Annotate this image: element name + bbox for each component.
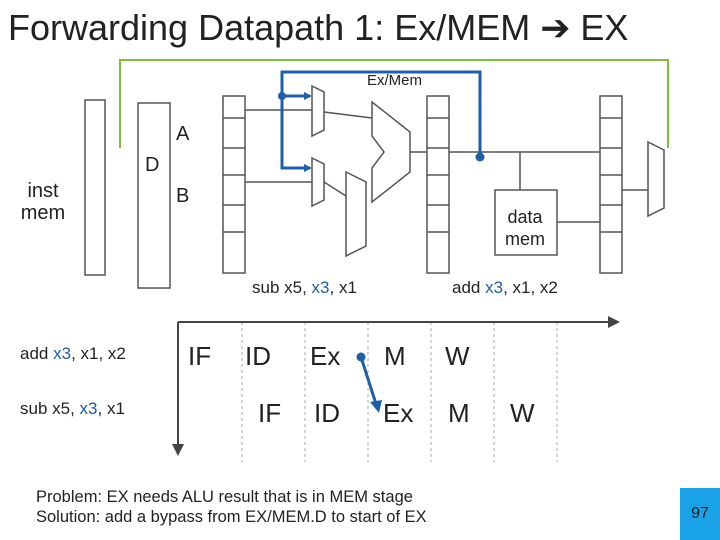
row2-reg: x3 — [79, 399, 98, 418]
title-text: Forwarding Datapath 1: Ex/MEM — [8, 7, 531, 48]
if-id-register — [137, 102, 171, 289]
row2-suffix: , x1 — [97, 399, 125, 418]
bypass-wire — [119, 59, 669, 148]
page-number: 97 — [691, 505, 709, 522]
forward-tap-dot — [475, 152, 485, 162]
mem-wb-register — [599, 95, 623, 274]
ex-instr-reg: x3 — [311, 278, 330, 297]
data-mem-line2: mem — [505, 229, 545, 249]
mem-instr-prefix: add — [452, 278, 486, 297]
alu — [371, 100, 411, 204]
row1-stage-ex: Ex — [310, 341, 341, 371]
row2-stage-id: ID — [314, 398, 340, 428]
forward-arrowhead-a — [304, 92, 312, 100]
forward-branch-dot — [278, 92, 286, 100]
page-number-badge: 97 — [680, 488, 720, 540]
writeback-mux — [647, 140, 665, 218]
operand-b-label: B — [176, 185, 190, 207]
ex-mem-register — [426, 95, 450, 274]
forward-mux-a — [311, 84, 325, 138]
row2-stage-m: M — [448, 398, 470, 428]
problem-statement: Problem: EX needs ALU result that is in … — [36, 487, 427, 527]
ex-stage-instruction: sub x5, x3, x1 — [252, 279, 357, 296]
right-arrow-icon: ➔ — [540, 7, 571, 48]
row1-stage-id: ID — [245, 341, 271, 371]
row1-stage-if: IF — [188, 341, 212, 371]
mem-instr-reg: x3 — [485, 278, 504, 297]
forward-arrowhead-b — [304, 164, 312, 172]
row1-stage-w: W — [445, 341, 470, 371]
row2-prefix: sub x5, — [20, 399, 80, 418]
mem-stage-instruction: add x3, x1, x2 — [452, 279, 558, 296]
slide-title: Forwarding Datapath 1: Ex/MEM ➔ EX — [8, 8, 628, 48]
timeline-forward-arrow — [359, 356, 378, 405]
mem-instr-suffix: , x1, x2 — [503, 278, 558, 297]
data-memory-label: data mem — [494, 206, 556, 250]
time-axis-arrowhead — [608, 316, 620, 328]
operand-a-label: A — [176, 123, 190, 145]
pipeline-row-sub: sub x5, x3, x1 — [20, 400, 125, 417]
row2-stage-w: W — [510, 398, 535, 428]
row1-stage-m: M — [384, 341, 406, 371]
row1-reg: x3 — [53, 344, 72, 363]
dest-d-label: D — [145, 154, 160, 176]
ex-instr-prefix: sub x5, — [252, 278, 312, 297]
title-arrow-target: EX — [580, 7, 629, 48]
id-ex-register — [222, 95, 246, 274]
inst-mem-line2: mem — [20, 202, 66, 224]
inst-mem-line1: inst — [27, 180, 59, 202]
forward-mux-b — [311, 156, 325, 208]
forward-path — [280, 70, 482, 170]
timeline-grid — [241, 322, 558, 462]
alu-b-mux — [345, 170, 367, 258]
instruction-memory-label: inst mem — [12, 180, 74, 224]
pc-register — [84, 99, 106, 276]
row1-suffix: , x1, x2 — [71, 344, 126, 363]
row1-prefix: add — [20, 344, 54, 363]
ex-mem-label: Ex/Mem — [367, 72, 423, 89]
ex-instr-suffix: , x1 — [329, 278, 357, 297]
data-mem-line1: data — [507, 207, 543, 227]
row2-stage-ex: Ex — [383, 398, 414, 428]
instruction-axis-arrowhead — [172, 444, 184, 456]
pipeline-row-add: add x3, x1, x2 — [20, 345, 126, 362]
row2-stage-if: IF — [258, 398, 282, 428]
problem-line: Problem: EX needs ALU result that is in … — [36, 488, 413, 506]
timeline-forward-arrowhead — [370, 400, 382, 413]
solution-line: Solution: add a bypass from EX/MEM.D to … — [36, 508, 427, 526]
